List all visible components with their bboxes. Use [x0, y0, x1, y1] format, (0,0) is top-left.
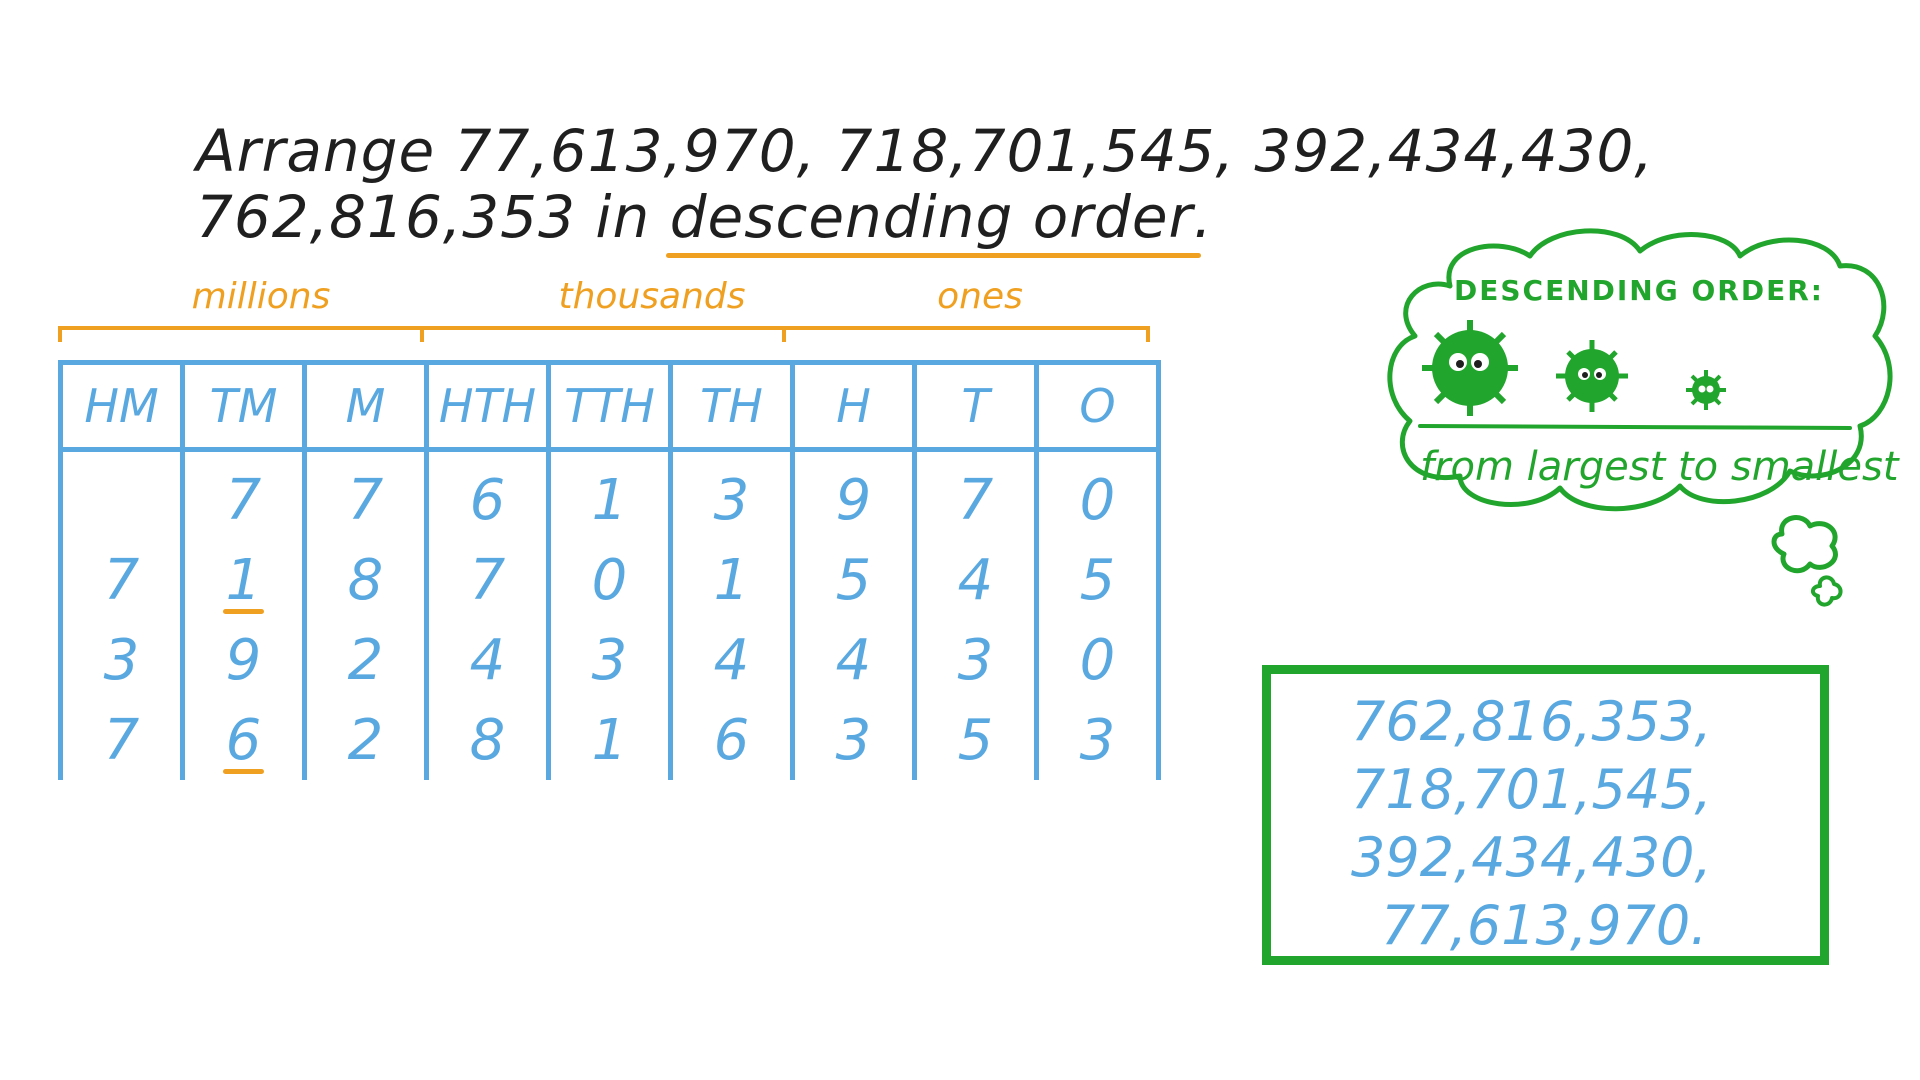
column-header: M — [302, 360, 429, 452]
problem-line-2-prefix: 762,816,353 in — [196, 183, 670, 251]
digit-cell: 3 — [790, 700, 917, 780]
column-header: HM — [58, 360, 185, 452]
problem-line-2-suffix: . — [1193, 183, 1213, 251]
descending-order-emphasis: descending order — [665, 183, 1202, 258]
cloud-outline — [1387, 228, 1893, 512]
table-row: 3 9 2 4 3 4 4 3 0 — [58, 620, 1161, 700]
bracket-thousands — [420, 326, 786, 342]
answer-line-2: 718,701,545, — [1351, 758, 1712, 821]
answer-box: 762,816,353, 718,701,545, 392,434,430, 7… — [1262, 665, 1829, 965]
digit-cell: 4 — [912, 540, 1039, 620]
problem-line-1: Arrange 77,613,970, 718,701,545, 392,434… — [196, 117, 1654, 185]
group-label-millions: millions — [191, 276, 331, 317]
digit-cell: 4 — [668, 620, 795, 700]
problem-statement: Arrange 77,613,970, 718,701,545, 392,434… — [196, 117, 1654, 258]
column-header: TH — [668, 360, 795, 452]
digit-cell: 6 — [424, 449, 551, 540]
table-header-row: HM TM M HTH TTH TH H T O — [58, 360, 1161, 452]
thought-cloud: DESCENDING ORDER: — [1380, 226, 1902, 550]
table-row: 7 6 2 8 1 6 3 5 3 — [58, 700, 1161, 780]
digit-cell: 9 — [180, 620, 307, 700]
column-header: HTH — [424, 360, 551, 452]
digit-cell: 7 — [180, 449, 307, 540]
column-header: H — [790, 360, 917, 452]
large-monster-icon — [1422, 320, 1518, 416]
answer-line-3: 392,434,430, — [1351, 826, 1712, 889]
digit-cell: 8 — [424, 700, 551, 780]
digit-cell: 3 — [58, 620, 185, 700]
digit-cell: 1 — [546, 449, 673, 540]
digit-cell: 2 — [302, 620, 429, 700]
digit-cell: 8 — [302, 540, 429, 620]
digit-cell: 2 — [302, 700, 429, 780]
group-label-ones: ones — [937, 276, 1023, 317]
table-row: 7 7 6 1 3 9 7 0 — [58, 449, 1161, 540]
column-header: T — [912, 360, 1039, 452]
problem-line-2: 762,816,353 in descending order. — [196, 183, 1654, 258]
digit-cell: 7 — [302, 449, 429, 540]
digit-cell: 0 — [546, 540, 673, 620]
digit-cell: 5 — [1034, 540, 1161, 620]
digit-cell: 0 — [1034, 449, 1161, 540]
digit-cell: 1 — [668, 540, 795, 620]
column-header: TTH — [546, 360, 673, 452]
digit-cell: 9 — [790, 449, 917, 540]
digit-cell: 7 — [912, 449, 1039, 540]
answer-line-1: 762,816,353, — [1351, 690, 1712, 753]
digit-cell: 3 — [1034, 700, 1161, 780]
place-value-table: HM TM M HTH TTH TH H T O 7 7 6 1 3 9 7 0… — [58, 360, 1161, 780]
digit-cell: 7 — [424, 540, 551, 620]
monster-size-icons — [1422, 320, 1726, 416]
digit-cell: 5 — [790, 540, 917, 620]
digit-cell-underlined: 1 — [180, 540, 307, 620]
digit-cell: 4 — [424, 620, 551, 700]
cloud-title: DESCENDING ORDER: — [1454, 274, 1824, 307]
digit-cell: 7 — [58, 700, 185, 780]
digit-cell: 3 — [546, 620, 673, 700]
group-label-thousands: thousands — [558, 276, 746, 317]
thought-bubble-tail — [1771, 515, 1843, 607]
table-row: 7 1 8 7 0 1 5 4 5 — [58, 540, 1161, 620]
bracket-millions — [58, 326, 424, 342]
digit-cell: 0 — [1034, 620, 1161, 700]
answer-line-4: 77,613,970. — [1381, 894, 1708, 957]
digit-cell — [58, 449, 185, 540]
digit-cell: 5 — [912, 700, 1039, 780]
digit-cell-underlined: 6 — [180, 700, 307, 780]
bracket-ones — [782, 326, 1150, 342]
digit-cell: 6 — [668, 700, 795, 780]
medium-monster-icon — [1556, 340, 1628, 412]
column-header: O — [1034, 360, 1161, 452]
cloud-caption: from largest to smallest — [1420, 444, 1899, 490]
digit-cell: 3 — [668, 449, 795, 540]
digit-cell: 7 — [58, 540, 185, 620]
digit-cell: 4 — [790, 620, 917, 700]
digit-cell: 1 — [546, 700, 673, 780]
digit-cell: 3 — [912, 620, 1039, 700]
small-monster-icon — [1686, 370, 1726, 410]
column-header: TM — [180, 360, 307, 452]
